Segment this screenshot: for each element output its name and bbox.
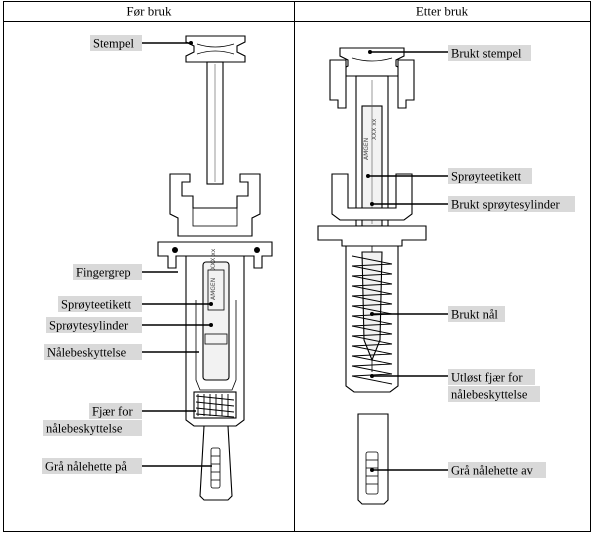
syringe-lot-code-print-after: XXX xx [371, 118, 378, 140]
svg-text:Fjær for: Fjær for [92, 405, 133, 419]
label-cap-on: Grå nålehette på [42, 458, 212, 474]
svg-text:Nålebeskyttelse: Nålebeskyttelse [47, 346, 127, 360]
svg-text:nålebeskyttelse: nålebeskyttelse [46, 422, 123, 436]
lead-endpoints [189, 41, 374, 472]
svg-text:Utløst fjær for: Utløst fjær for [451, 371, 523, 385]
column-header-after: Etter bruk [416, 4, 469, 19]
label-needle-guard: Nålebeskyttelse [44, 344, 199, 360]
label-cap-off: Grå nålehette av [372, 462, 546, 478]
svg-text:Stempel: Stempel [93, 37, 134, 51]
label-plunger: Stempel [90, 35, 191, 51]
syringe-lot-code-print: XXX xx [210, 248, 217, 270]
syringe-after-illustration: AMGEN XXX xx [317, 47, 427, 505]
svg-text:Sprøytesylinder: Sprøytesylinder [49, 319, 129, 333]
svg-text:Brukt stempel: Brukt stempel [451, 47, 522, 61]
label-syringe-label-before: Sprøyteetikett [58, 296, 211, 312]
svg-text:Grå nålehette av: Grå nålehette av [451, 464, 534, 478]
svg-text:Sprøyteetikett: Sprøyteetikett [451, 170, 522, 184]
syringe-brand-print: AMGEN [210, 278, 217, 300]
syringe-before-illustration: AMGEN XXX xx [157, 35, 273, 501]
svg-text:Fingergrep: Fingergrep [76, 266, 131, 280]
svg-text:Brukt nål: Brukt nål [451, 308, 498, 322]
syringe-brand-print-after: AMGEN [363, 138, 370, 160]
label-syringe-label-after: Sprøyteetikett [368, 168, 532, 184]
label-spring-before: Fjær for nålebeskyttelse [43, 403, 196, 436]
column-header-before: Før bruk [126, 4, 172, 19]
label-finger-grip: Fingergrep [73, 264, 178, 280]
label-used-barrel: Brukt sprøytesylinder [372, 196, 575, 212]
svg-text:Sprøyteetikett: Sprøyteetikett [61, 298, 132, 312]
label-used-plunger: Brukt stempel [370, 45, 531, 61]
svg-text:Brukt sprøytesylinder: Brukt sprøytesylinder [451, 198, 561, 212]
svg-text:Grå nålehette på: Grå nålehette på [45, 460, 127, 474]
svg-text:nålebeskyttelse: nålebeskyttelse [451, 388, 528, 402]
label-used-needle: Brukt nål [372, 306, 505, 322]
label-syringe-barrel: Sprøytesylinder [46, 317, 211, 333]
label-spring-after: Utløst fjær for nålebeskyttelse [372, 369, 540, 402]
table-frame [3, 1, 591, 532]
